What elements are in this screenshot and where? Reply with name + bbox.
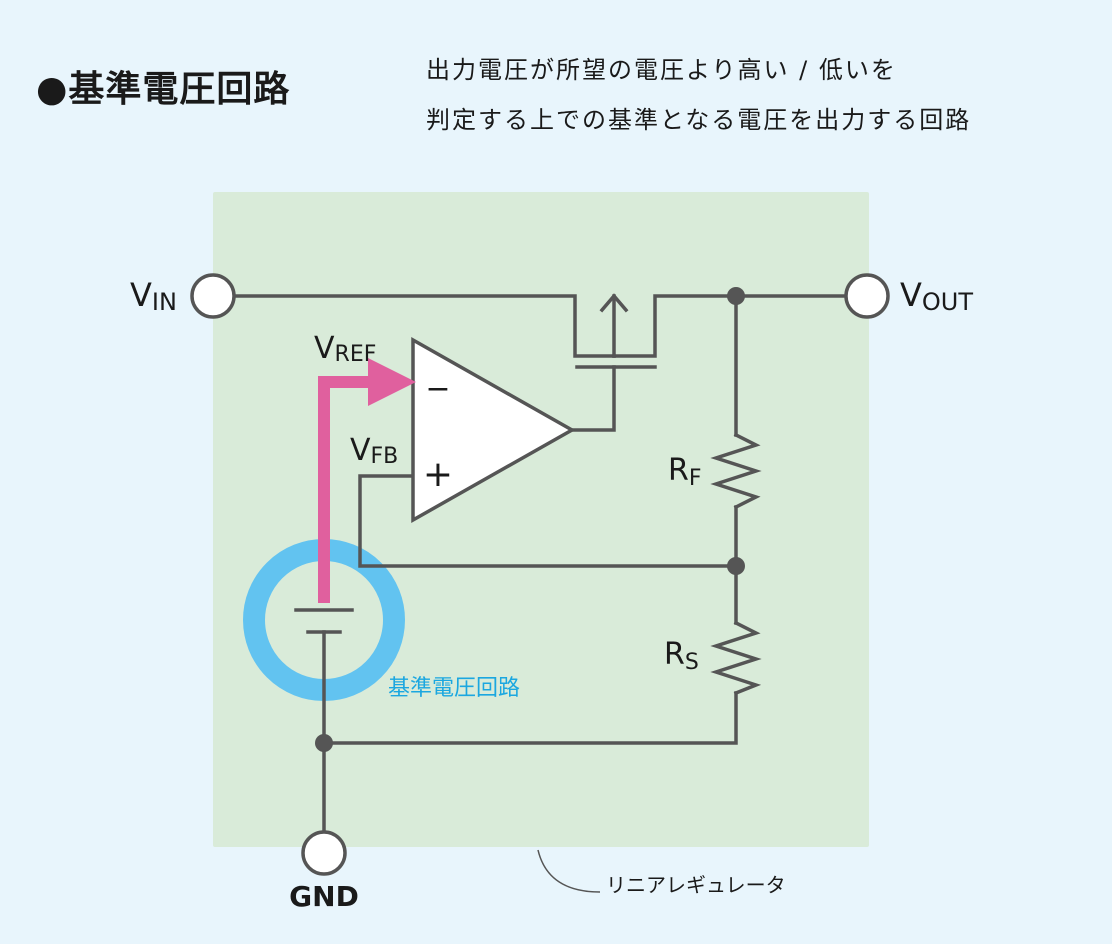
vfb-label: VFB [350, 433, 398, 469]
junction-dot-feedback [727, 557, 745, 575]
terminal-gnd [301, 830, 347, 876]
wires [233, 293, 847, 834]
vref-highlight-path [318, 358, 416, 603]
vout-label: VOUT [900, 276, 973, 316]
reference-circuit-label: 基準電圧回路 [388, 676, 520, 701]
description-line-1: 出力電圧が所望の電圧より高い / 低いを [426, 56, 897, 84]
junction-dot-vout [727, 287, 745, 305]
description-line-2: 判定する上での基準となる電圧を出力する回路 [426, 106, 972, 134]
regulator-callout-line [537, 849, 601, 893]
rf-label: RF [668, 453, 702, 491]
opamp [411, 336, 576, 524]
gnd-label: GND [289, 880, 359, 913]
rs-label: RS [664, 637, 699, 675]
page-title: ●基準電圧回路 [36, 69, 291, 110]
terminal-vin [190, 273, 236, 319]
opamp-minus-sign: − [425, 372, 450, 407]
regulator-label: リニアレギュレータ [606, 873, 786, 897]
opamp-plus-sign: + [423, 454, 453, 495]
vin-label: VIN [130, 276, 177, 316]
terminal-vout [844, 273, 890, 319]
regulator-box [213, 192, 869, 847]
junction-dot-ground [315, 734, 333, 752]
vref-label: VREF [314, 331, 376, 367]
